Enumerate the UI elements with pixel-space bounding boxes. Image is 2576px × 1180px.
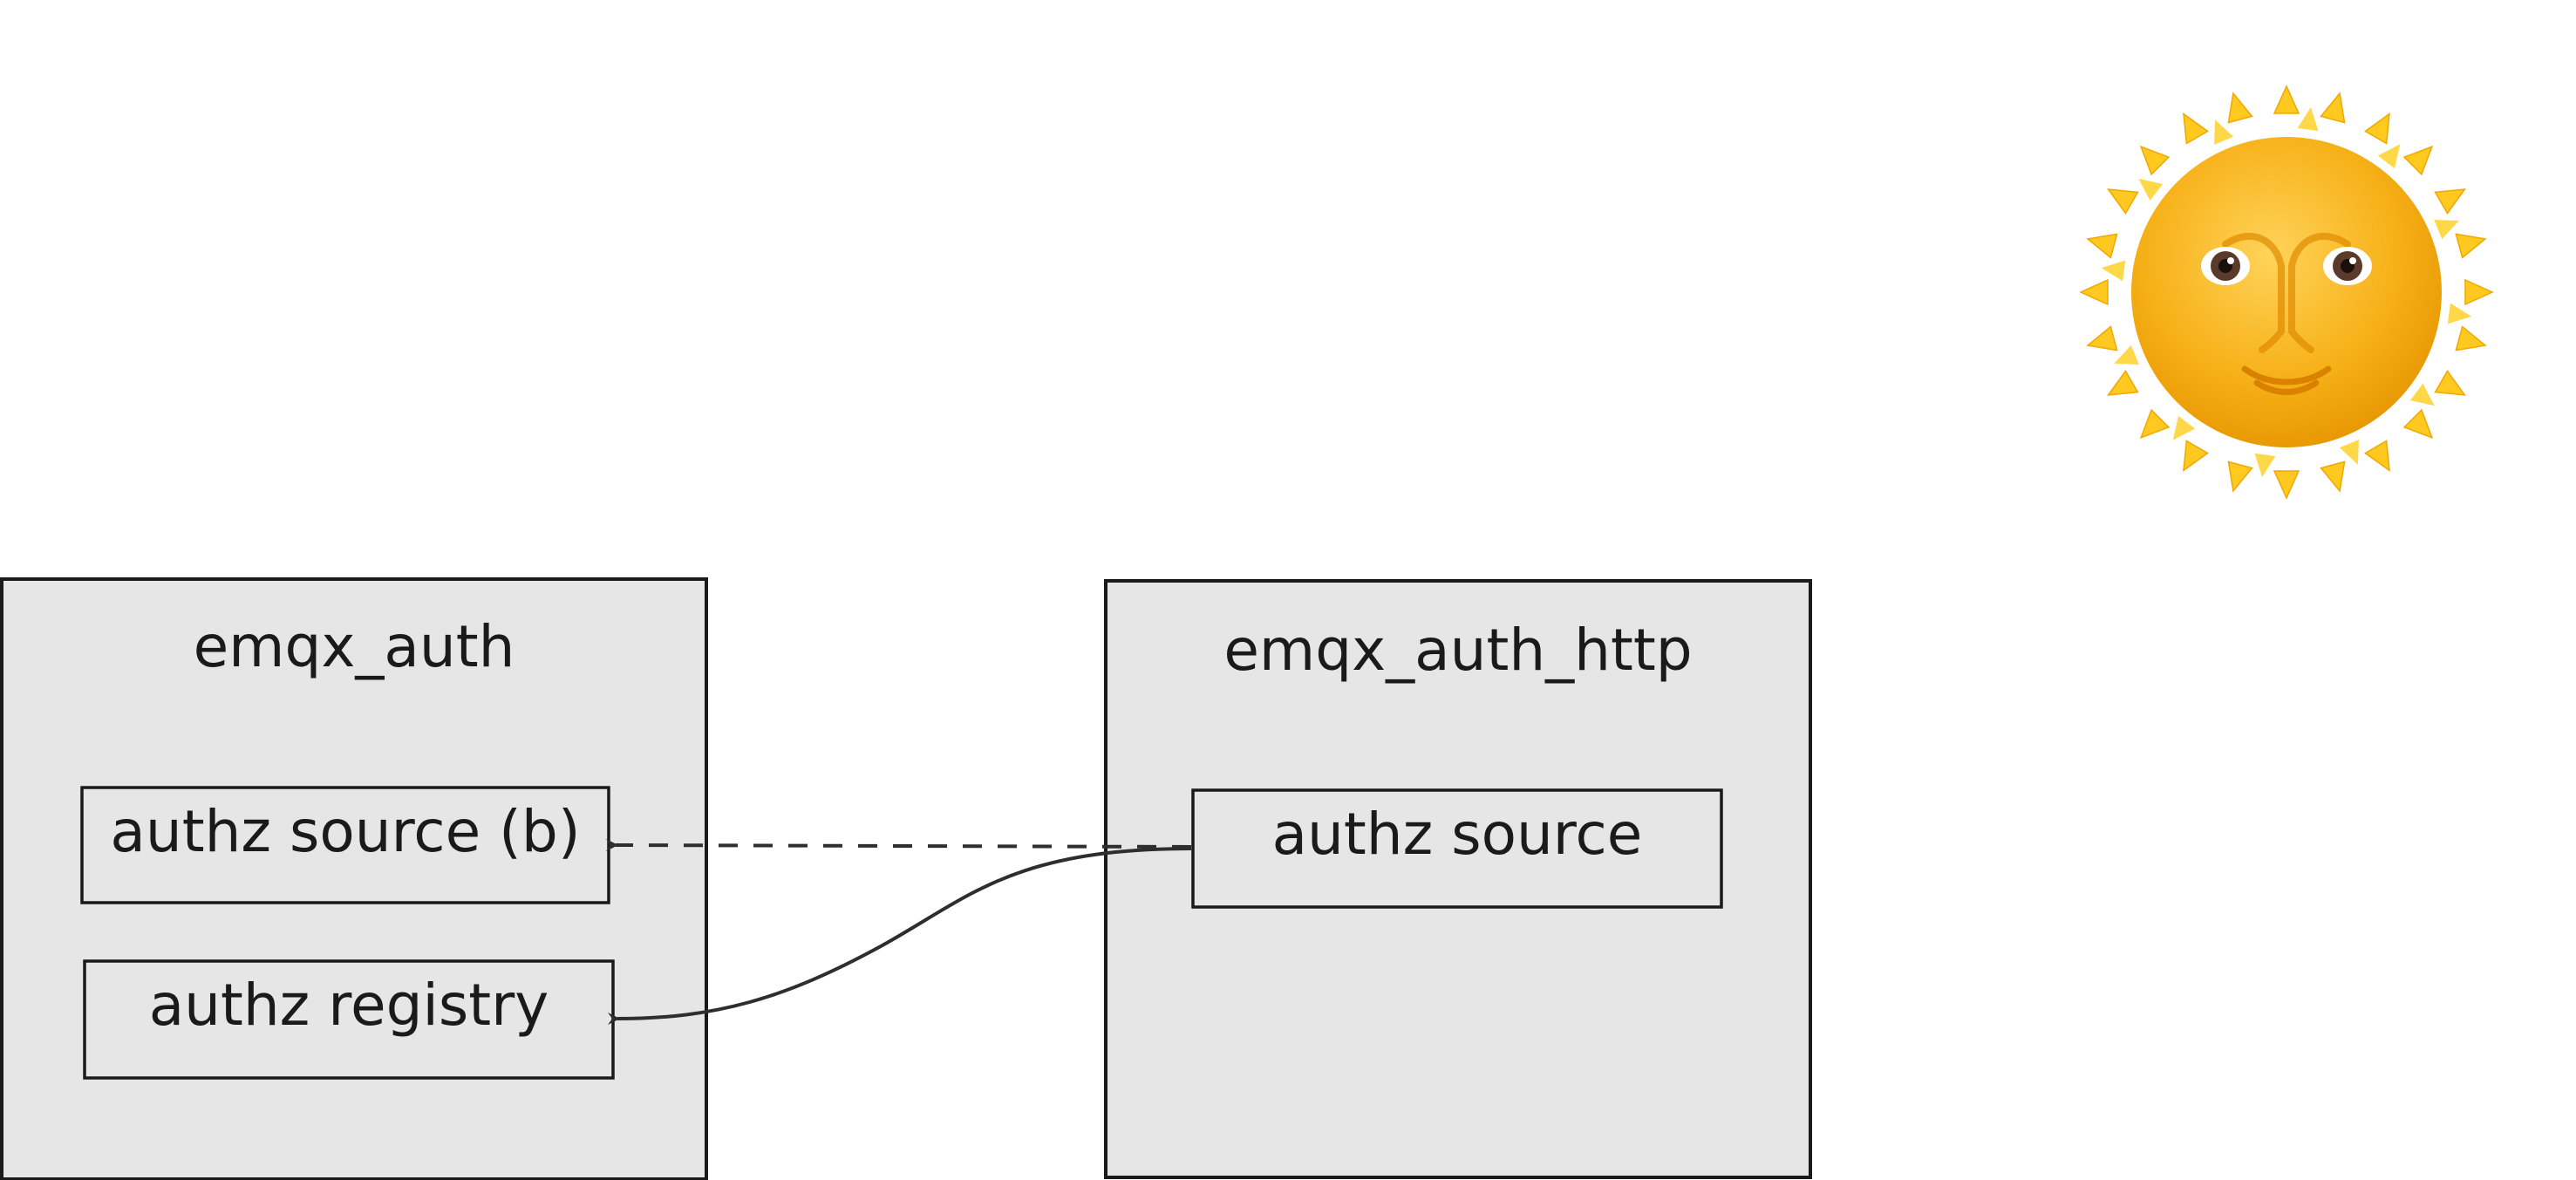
sun-rays-inner bbox=[2101, 106, 2472, 478]
module-emqx-auth: emqx_auth authz source (b) authz registr… bbox=[0, 577, 708, 1180]
edge-authz-source-to-authz-registry bbox=[607, 847, 1192, 1026]
sun-mouth bbox=[2241, 365, 2332, 395]
component-authz-source-b-box bbox=[80, 786, 610, 904]
module-emqx-auth-http-title: emqx_auth_http bbox=[1223, 617, 1692, 684]
component-authz-registry-label: authz registry bbox=[149, 972, 549, 1039]
component-authz-registry-box bbox=[83, 959, 615, 1080]
sun-face bbox=[2131, 137, 2442, 447]
sun-nose bbox=[2222, 232, 2351, 353]
component-authz-source-b-label: authz source (b) bbox=[110, 798, 580, 865]
edge-authz-source-to-authz-source-b bbox=[605, 838, 1192, 851]
component-authz-source-box bbox=[1191, 788, 1723, 909]
component-authz-registry: authz registry bbox=[83, 959, 615, 1080]
component-authz-source: authz source bbox=[1191, 788, 1723, 909]
module-emqx-auth-title: emqx_auth bbox=[194, 613, 515, 680]
component-authz-source-label: authz source bbox=[1272, 801, 1643, 868]
sun-with-face-icon bbox=[2079, 85, 2494, 500]
sun-rays bbox=[2079, 85, 2494, 500]
sun-eyes bbox=[2201, 247, 2372, 285]
module-emqx-auth-http: emqx_auth_http authz source bbox=[1104, 579, 1812, 1179]
component-authz-source-b: authz source (b) bbox=[80, 786, 610, 904]
